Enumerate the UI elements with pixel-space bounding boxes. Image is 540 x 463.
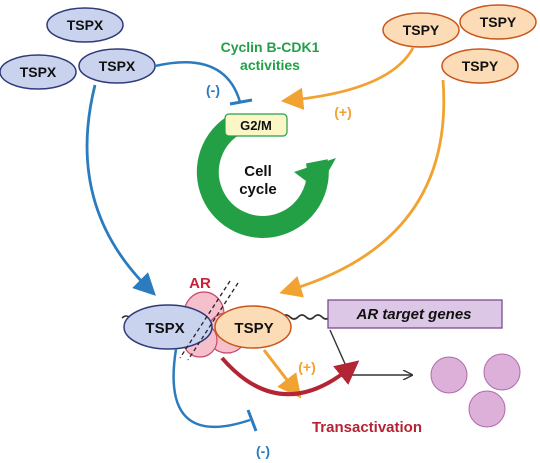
tspy-to-complex-arrow <box>279 79 446 298</box>
tspx-node-left: TSPX <box>0 54 77 90</box>
cyclin-line2: activities <box>240 57 300 73</box>
tspx-inhibit-transactivation-line <box>172 348 251 429</box>
tspx-top-label: TSPX <box>67 17 104 33</box>
protein-circle-2 <box>483 353 521 391</box>
tspx-to-complex-arrow <box>85 84 156 296</box>
tspx-node-mid: TSPX <box>78 48 156 84</box>
protein-circle-1 <box>430 356 468 394</box>
top-inhibit-sign: (-) <box>206 82 220 98</box>
cell-cycle-label-2: cycle <box>239 181 277 198</box>
tspy-node-right: TSPY <box>459 4 537 40</box>
tspx-inhibit-bar <box>229 98 253 106</box>
cell-cycle-label-1: Cell <box>244 163 272 180</box>
tspx-node-top: TSPX <box>46 7 124 43</box>
tspx-complex-label: TSPX <box>145 320 184 337</box>
cell-cycle-arrowhead <box>294 158 336 190</box>
tspy-right-label: TSPY <box>480 14 517 30</box>
tspx-mid-label: TSPX <box>99 58 136 74</box>
expression-arrow <box>329 329 412 375</box>
tspx-inhibit-cycle-line <box>154 61 242 103</box>
cyclin-line1: Cyclin B-CDK1 <box>221 39 320 55</box>
dashed-line-2 <box>179 280 231 359</box>
transactivation-arc <box>220 356 360 397</box>
tspx-left-label: TSPX <box>20 64 57 80</box>
bottom-activate-sign: (+) <box>298 359 316 375</box>
protein-circle-3 <box>468 390 506 428</box>
cell-cycle-ring: G2/M Cell cycle <box>196 113 336 238</box>
tspy-complex-label: TSPY <box>234 320 273 337</box>
ar-target-genes-label: AR target genes <box>355 306 471 323</box>
tspx-inhibit-transactivation-bar <box>246 409 258 432</box>
top-activate-sign: (+) <box>334 104 352 120</box>
tspy-activate-cycle-arrow <box>280 47 415 111</box>
tspy-complex-node: TSPY <box>214 305 292 349</box>
bottom-inhibit-sign: (-) <box>256 443 270 459</box>
g2m-box <box>224 113 288 137</box>
tspx-complex-node: TSPX <box>123 304 213 350</box>
tspy-left-label: TSPY <box>403 22 440 38</box>
transactivation-label: Transactivation <box>312 419 422 436</box>
dashed-line-1 <box>187 282 239 361</box>
tspy-bottom-label: TSPY <box>462 58 499 74</box>
tspy-activate-transactivation-arrow <box>262 349 302 399</box>
g2m-label: G2/M <box>240 118 272 133</box>
ar-label: AR <box>189 275 211 292</box>
tspy-node-bottom: TSPY <box>441 48 519 84</box>
ar-target-genes-box: AR target genes <box>327 299 503 329</box>
tspy-node-left: TSPY <box>382 12 460 48</box>
